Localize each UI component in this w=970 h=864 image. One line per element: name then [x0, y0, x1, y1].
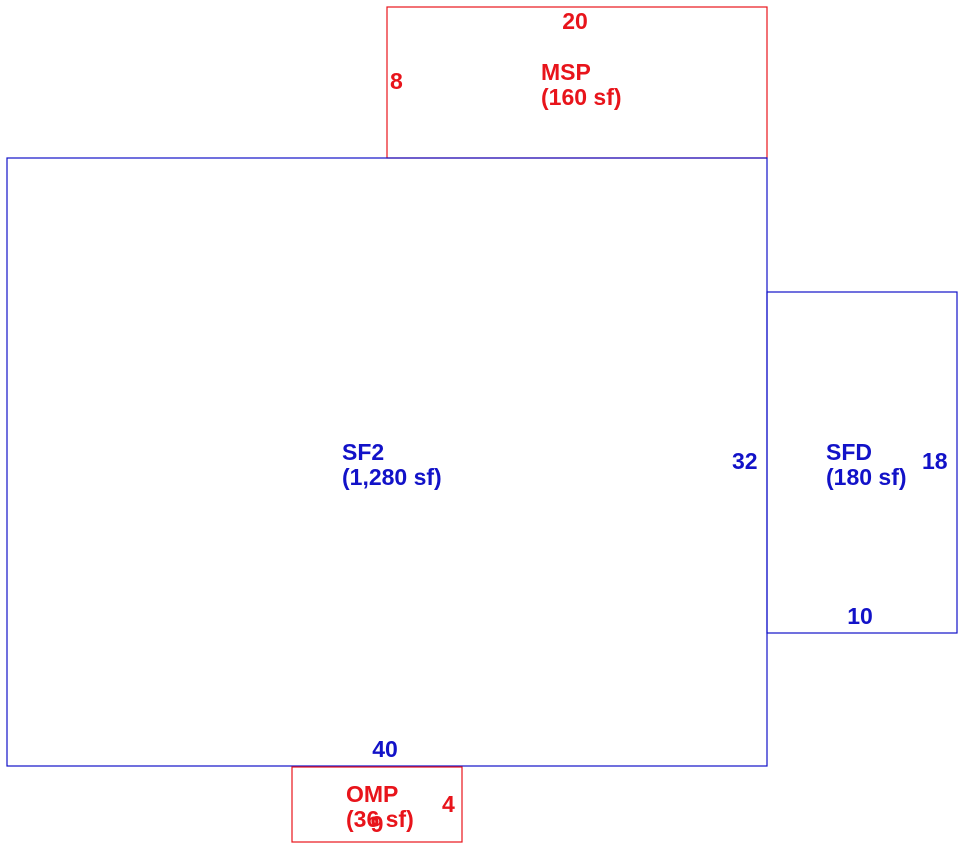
- msp-area-value: (160 sf): [541, 84, 622, 110]
- omp-area-value: (36 sf): [346, 806, 414, 832]
- omp-outline: [291, 766, 463, 843]
- sfd-area-value: (180 sf): [826, 464, 907, 490]
- sf2-code: SF2: [342, 439, 384, 465]
- omp-width-label: 9: [371, 811, 384, 837]
- msp-width-label: 20: [562, 8, 588, 34]
- sfd-code: SFD: [826, 439, 872, 465]
- msp-area[interactable]: 20 8 MSP (160 sf): [386, 6, 768, 159]
- sfd-depth-label: 18: [922, 448, 948, 474]
- msp-code: MSP: [541, 59, 591, 85]
- omp-code: OMP: [346, 781, 398, 807]
- sf2-outline: [6, 157, 768, 767]
- sf2-area-value: (1,280 sf): [342, 464, 442, 490]
- omp-depth-label: 4: [442, 791, 455, 817]
- omp-area[interactable]: OMP (36 sf) 9 4: [291, 766, 463, 843]
- sf2-width-label: 40: [372, 736, 398, 762]
- sfd-width-label: 10: [847, 603, 873, 629]
- sfd-area[interactable]: SFD (180 sf) 18 10: [766, 291, 958, 634]
- sfd-outline: [766, 291, 958, 634]
- sf2-depth-label: 32: [732, 448, 758, 474]
- msp-depth-label: 8: [390, 68, 403, 94]
- sf2-area[interactable]: SF2 (1,280 sf) 32 40: [6, 157, 768, 767]
